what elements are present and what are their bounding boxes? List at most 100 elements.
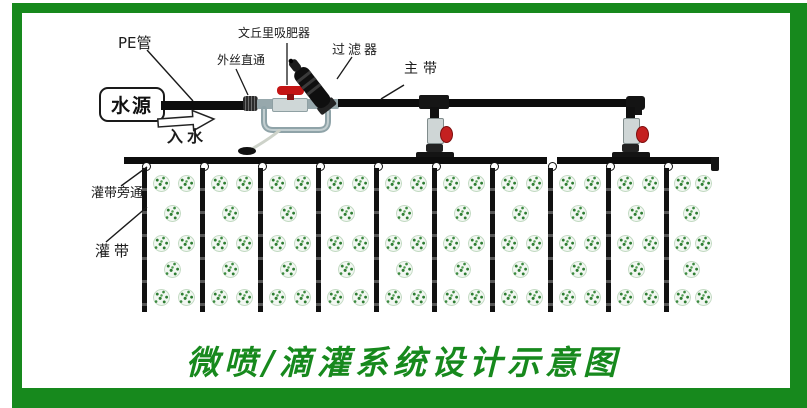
plant-icon (682, 261, 700, 278)
plant-icon (617, 175, 635, 192)
plant-icon (153, 175, 171, 192)
plant-icon (269, 175, 287, 192)
plant-icon (559, 289, 577, 306)
plant-icon (385, 235, 403, 252)
plant-icon (525, 175, 543, 192)
callout-line-main-tape (380, 84, 405, 100)
plant-icon (682, 205, 700, 222)
plant-icon (453, 205, 471, 222)
riser-valve-handle (440, 126, 453, 143)
plant-icon (293, 289, 311, 306)
drip-tape-line (606, 168, 611, 312)
plant-icon (641, 289, 659, 306)
plant-icon (695, 289, 713, 306)
plant-icon (443, 289, 461, 306)
plant-icon (177, 235, 195, 252)
manifold-gap (547, 156, 557, 165)
plant-icon (467, 175, 485, 192)
plant-icon (673, 289, 691, 306)
frame-bottom (12, 388, 807, 408)
riser-valve-handle (636, 126, 649, 143)
plant-icon (279, 261, 297, 278)
plant-icon (583, 235, 601, 252)
callout-line-filter (336, 56, 353, 80)
plant-icon (293, 175, 311, 192)
plant-icon (351, 289, 369, 306)
plant-icon (177, 175, 195, 192)
plant-icon (211, 289, 229, 306)
plant-icon (235, 235, 253, 252)
plant-icon (511, 205, 529, 222)
filter-label: 过滤器 (332, 43, 381, 58)
water-source-box: 水源 (99, 87, 165, 122)
plant-icon (337, 205, 355, 222)
riser-coupling (622, 144, 639, 152)
plant-icon (269, 235, 287, 252)
plant-icon (511, 261, 529, 278)
plant-icon (569, 205, 587, 222)
plant-icon (627, 205, 645, 222)
water-source-label: 水源 (110, 95, 153, 117)
frame-right (790, 3, 807, 408)
plant-icon (583, 289, 601, 306)
drip-tape-line (548, 168, 553, 312)
venturi-valve-stem (287, 94, 294, 100)
plant-icon (395, 261, 413, 278)
plant-icon (327, 289, 345, 306)
plant-icon (163, 205, 181, 222)
plant-icon (641, 235, 659, 252)
plant-icon (467, 289, 485, 306)
plant-icon (559, 175, 577, 192)
pe-pipe-label: PE管 (118, 34, 152, 52)
tape-bypass-label: 灌带旁通 (91, 186, 144, 201)
plant-icon (153, 289, 171, 306)
plant-icon (673, 175, 691, 192)
plant-icon (569, 261, 587, 278)
plant-icon (153, 235, 171, 252)
drip-tape-label: 灌带 (95, 242, 134, 260)
suction-hose (251, 128, 281, 151)
plant-icon (351, 175, 369, 192)
plant-icon (351, 235, 369, 252)
plant-icon (617, 289, 635, 306)
plant-icon (221, 261, 239, 278)
plant-icon (673, 235, 691, 252)
plant-icon (641, 175, 659, 192)
plant-icon (695, 235, 713, 252)
plant-icon (279, 205, 297, 222)
plant-icon (293, 235, 311, 252)
manifold-pipe (124, 157, 719, 164)
plant-icon (221, 205, 239, 222)
plant-icon (501, 289, 519, 306)
plant-icon (409, 175, 427, 192)
plant-icon (385, 289, 403, 306)
drip-tape-line (374, 168, 379, 312)
plant-icon (177, 289, 195, 306)
diagram-title: 微喷/滴灌系统设计示意图 (185, 343, 622, 382)
plant-icon (327, 175, 345, 192)
venturi-injector-label: 文丘里吸肥器 (238, 26, 311, 40)
plant-icon (525, 289, 543, 306)
plant-icon (163, 261, 181, 278)
plant-icon (501, 235, 519, 252)
suction-foot-strainer (238, 147, 256, 155)
elbow-fitting-corner (630, 105, 642, 115)
plant-icon (467, 235, 485, 252)
plant-icon (385, 175, 403, 192)
plant-icon (211, 175, 229, 192)
plant-icon (235, 289, 253, 306)
main-tape-pipe (338, 99, 645, 107)
plant-icon (337, 261, 355, 278)
drip-tape-line (316, 168, 321, 312)
plant-icon (211, 235, 229, 252)
main-tape-label: 主带 (404, 61, 442, 77)
plant-icon (617, 235, 635, 252)
plant-icon (409, 235, 427, 252)
plant-icon (269, 289, 287, 306)
plant-icon (583, 175, 601, 192)
straight-connector-fitting (243, 96, 258, 111)
callout-line-drip-tape (105, 206, 148, 243)
manifold-end-fitting (711, 157, 719, 171)
plant-icon (395, 205, 413, 222)
